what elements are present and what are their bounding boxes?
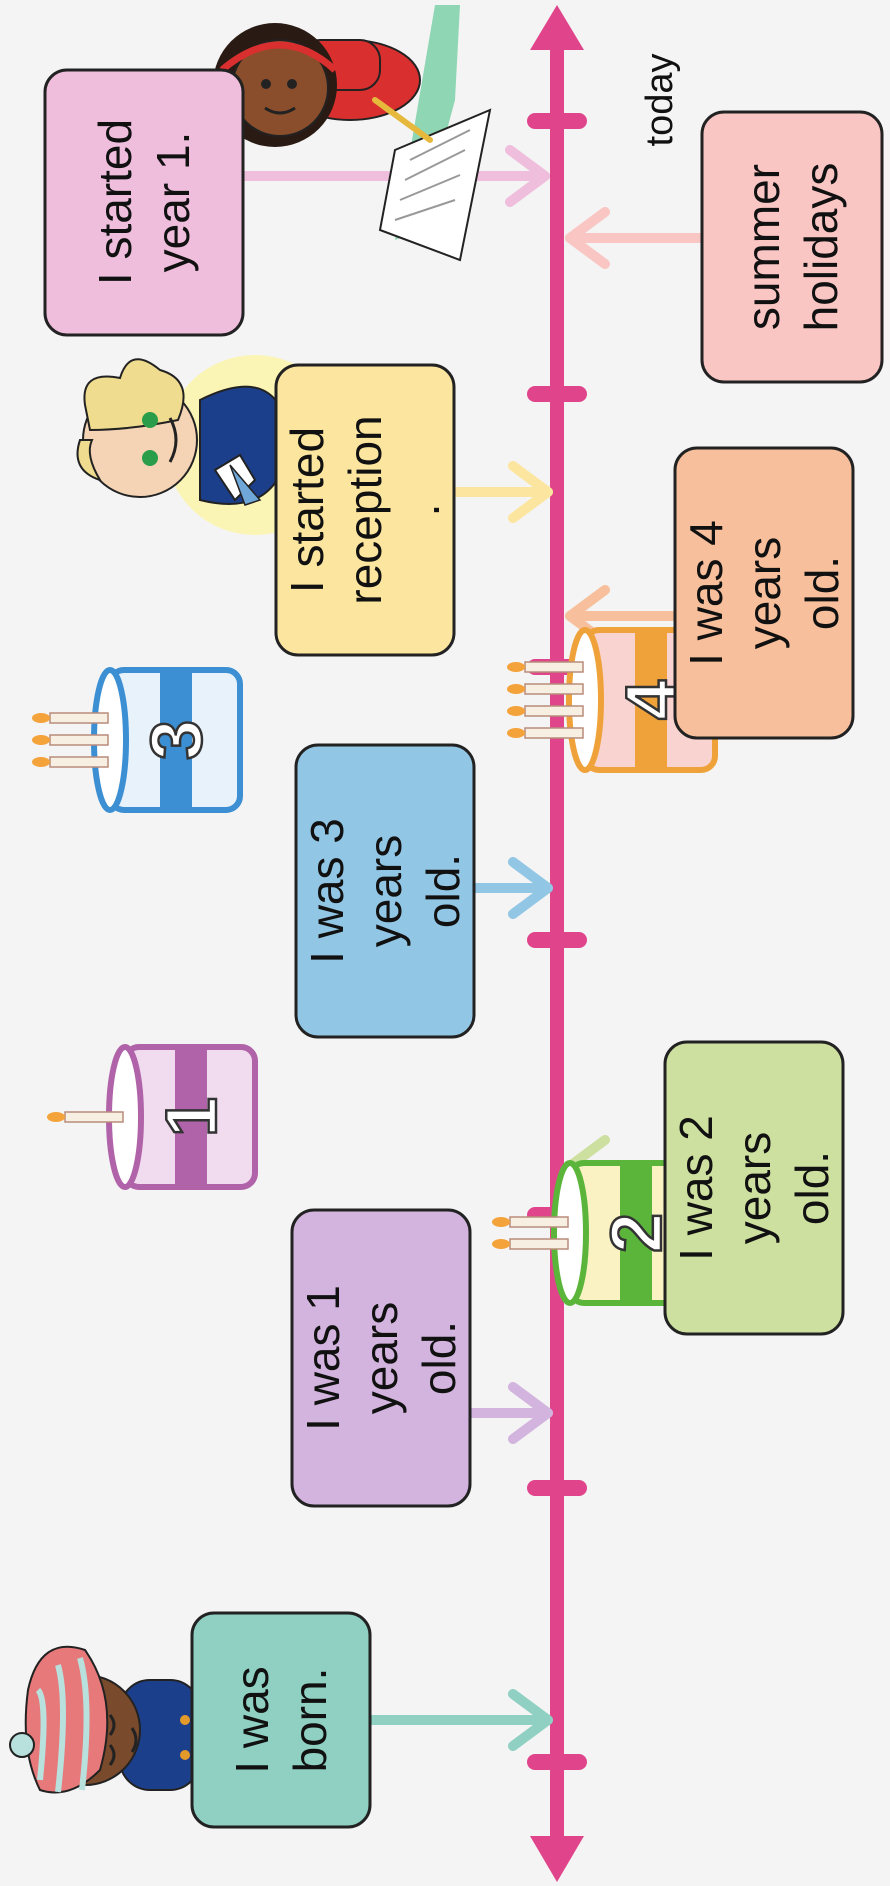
event-label-line: I was 4 (680, 520, 732, 666)
baby-icon (9, 1645, 201, 1794)
cake-number: 1 (152, 1097, 232, 1137)
candle-icon (509, 1238, 569, 1250)
flame-icon (507, 684, 525, 694)
event-label-line: I was 1 (297, 1285, 349, 1431)
candle-icon (49, 712, 109, 724)
event-label-line: old. (417, 854, 469, 928)
birthday-cake-1-icon: 1 (47, 1044, 258, 1190)
event-label-line: I was 2 (670, 1115, 722, 1261)
candle-icon (64, 1111, 124, 1123)
flame-icon (32, 757, 50, 767)
candle-icon (524, 705, 584, 717)
flame-icon (47, 1112, 65, 1122)
candle-icon (49, 734, 109, 746)
flame-icon (32, 713, 50, 723)
event-label-line: old. (796, 556, 848, 630)
flame-icon (492, 1239, 510, 1249)
candle-icon (509, 1216, 569, 1228)
arrow-age1 (463, 1382, 553, 1444)
candle-icon (524, 661, 584, 673)
cake-number: 3 (137, 720, 217, 760)
timeline-tick (527, 386, 587, 402)
birthday-cake-3-icon: 3 (32, 667, 243, 813)
arrow-summer (565, 207, 705, 269)
event-label-line: years (728, 1132, 780, 1244)
event-label-line: years (738, 537, 790, 649)
timeline-tick (527, 113, 587, 129)
timeline-tick (527, 932, 587, 948)
event-label-line: summer (737, 164, 789, 330)
flame-icon (492, 1217, 510, 1227)
event-label-line: born. (284, 1668, 336, 1773)
candle-icon (49, 756, 109, 768)
timeline-arrowhead-bottom (530, 1836, 584, 1882)
event-label-line: I started (89, 119, 141, 285)
event-label-line: holidays (795, 163, 847, 332)
timeline-axis (527, 5, 587, 1882)
flame-icon (507, 728, 525, 738)
arrow-reception (450, 461, 553, 523)
timeline-tick (527, 1480, 587, 1496)
candle-icon (524, 683, 584, 695)
event-label-line: old. (413, 1321, 465, 1395)
event-label-line: I was 3 (301, 818, 353, 964)
flame-icon (507, 662, 525, 672)
flame-icon (507, 706, 525, 716)
timeline-arrowhead-top (530, 5, 584, 50)
event-label-line: I started (281, 427, 333, 593)
arrow-age3 (470, 857, 553, 919)
today-label: today (639, 54, 681, 147)
event-label-line: old. (786, 1151, 838, 1225)
flame-icon (32, 735, 50, 745)
event-label-line: . (397, 504, 449, 517)
girl-writing-icon (213, 5, 492, 262)
event-label-line: year 1. (147, 132, 199, 273)
event-label-line: I was (226, 1666, 278, 1773)
event-label-line: years (359, 835, 411, 947)
candle-icon (524, 727, 584, 739)
timeline-tick (527, 1754, 587, 1770)
arrow-born (365, 1689, 553, 1751)
event-label-line: years (355, 1302, 407, 1414)
event-label-line: reception (339, 415, 391, 604)
